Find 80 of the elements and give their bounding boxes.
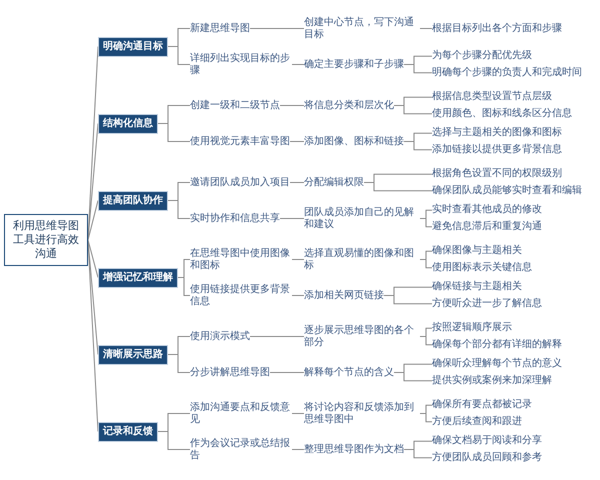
branch-text: 分步讲解思维导图: [190, 366, 270, 378]
connector-line: [292, 295, 304, 296]
branch-text: 添加沟通要点和反馈意见: [190, 402, 292, 426]
branch-text: 新建思维导图: [190, 22, 250, 34]
connector-line: [292, 449, 304, 450]
leaf-text: 添加链接以提供更多背景信息: [432, 144, 562, 156]
leaf-text: 确保图像与主题相关: [432, 245, 522, 258]
leaf-text: 确保文档易于阅读和分享: [432, 435, 542, 448]
connector-line: [158, 123, 190, 142]
category-box: 提高团队协作: [98, 190, 168, 210]
connector-line: [420, 413, 432, 422]
branch-text: 创建一级和二级节点: [190, 100, 280, 112]
connector-line: [292, 64, 304, 65]
connector-line: [280, 218, 304, 219]
branch-text: 确定主要步骤和子步骤: [304, 58, 404, 70]
branch-text: 团队成员添加自己的见解和建议: [304, 206, 420, 230]
leaf-text: 根据角色设置不同的权限级别: [432, 168, 562, 180]
branch-text: 创建中心节点，写下沟通目标: [304, 16, 420, 40]
connector-line: [178, 277, 190, 296]
leaf-text: 实时查看其他成员的修改: [432, 204, 542, 216]
connector-line: [420, 336, 432, 346]
branch-text: 逐步展示思维导图的各个部分: [304, 324, 420, 348]
connector-line: [270, 372, 304, 373]
topic-box: 利用思维导图工具进行高效沟通: [4, 214, 88, 266]
category-box: 结构化信息: [98, 114, 158, 134]
branch-text: 整理思维导图作为文档: [304, 444, 404, 456]
branch-text: 将信息分类和层次化: [304, 100, 394, 112]
leaf-text: 方便后续查阅和跟进: [432, 416, 522, 428]
leaf-text: 提供实例或案例来加深理解: [432, 374, 552, 387]
connector-line: [404, 449, 432, 458]
leaf-text: 确保每个部分都有详细的解释: [432, 338, 562, 351]
branch-text: 使用视觉元素丰富导图: [190, 136, 290, 148]
leaf-text: 使用图标表示关键信息: [432, 262, 532, 274]
leaf-text: 明确每个步骤的负责人和完成时间: [432, 66, 582, 79]
branch-text: 解释每个节点的含义: [304, 366, 394, 378]
leaf-text: 避免信息滞后和重复沟通: [432, 220, 542, 233]
connector-line: [290, 182, 304, 183]
branch-text: 实时协作和信息共享: [190, 212, 280, 224]
branch-text: 作为会议记录或总结报告: [190, 438, 292, 462]
leaf-text: 确保团队成员能够实时查看和编辑: [432, 184, 582, 197]
connector-line: [292, 259, 304, 260]
connector-line: [280, 105, 304, 106]
category-box: 明确沟通目标: [98, 36, 168, 56]
connector-line: [88, 240, 98, 278]
leaf-text: 为每个步骤分配优先级: [432, 50, 532, 62]
branch-text: 使用链接提供更多背景信息: [190, 284, 292, 308]
leaf-text: 确保听众理解每个节点的意义: [432, 358, 562, 370]
leaf-text: 方便团队成员回顾和参考: [432, 452, 542, 464]
connector-line: [420, 259, 432, 268]
branch-text: 添加图像、图标和链接: [304, 136, 404, 148]
branch-text: 分配编辑权限: [304, 176, 364, 188]
branch-text: 详细列出实现目标的步骤: [190, 52, 292, 76]
leaf-text: 根据目标列出各个方面和步骤: [432, 22, 562, 34]
category-box: 记录和反馈: [98, 422, 158, 442]
category-box: 增强记忆和理解: [98, 268, 178, 288]
branch-text: 添加相关网页链接: [304, 290, 384, 302]
leaf-text: 按照逻辑顺序展示: [432, 322, 512, 334]
connector-line: [384, 295, 432, 304]
branch-text: 选择直观易懂的图像和图标: [304, 248, 420, 272]
leaf-text: 确保所有要点都被记录: [432, 399, 532, 412]
leaf-text: 确保链接与主题相关: [432, 281, 522, 294]
leaf-text: 根据信息类型设置节点层级: [432, 91, 552, 104]
connector-line: [88, 200, 98, 240]
connector-line: [420, 218, 432, 228]
connector-line: [250, 28, 304, 29]
leaf-text: 选择与主题相关的图像和图标: [432, 127, 562, 140]
branch-text: 使用演示模式: [190, 330, 250, 342]
branch-text: 邀请团队成员加入项目: [190, 176, 290, 188]
connector-line: [158, 431, 190, 450]
leaf-text: 方便听众进一步了解信息: [432, 298, 542, 310]
branch-text: 在思维导图中使用图像和图标: [190, 248, 292, 272]
connector-line: [290, 141, 304, 142]
connector-line: [420, 28, 432, 29]
connector-line: [250, 336, 304, 337]
branch-text: 将讨论内容和反馈添加到思维导图中: [304, 402, 420, 426]
connector-line: [292, 413, 304, 414]
connector-line: [404, 64, 432, 74]
leaf-text: 使用颜色、图标和线条区分信息: [432, 108, 572, 120]
connector-line: [404, 141, 432, 150]
category-box: 清晰展示思路: [98, 344, 168, 364]
